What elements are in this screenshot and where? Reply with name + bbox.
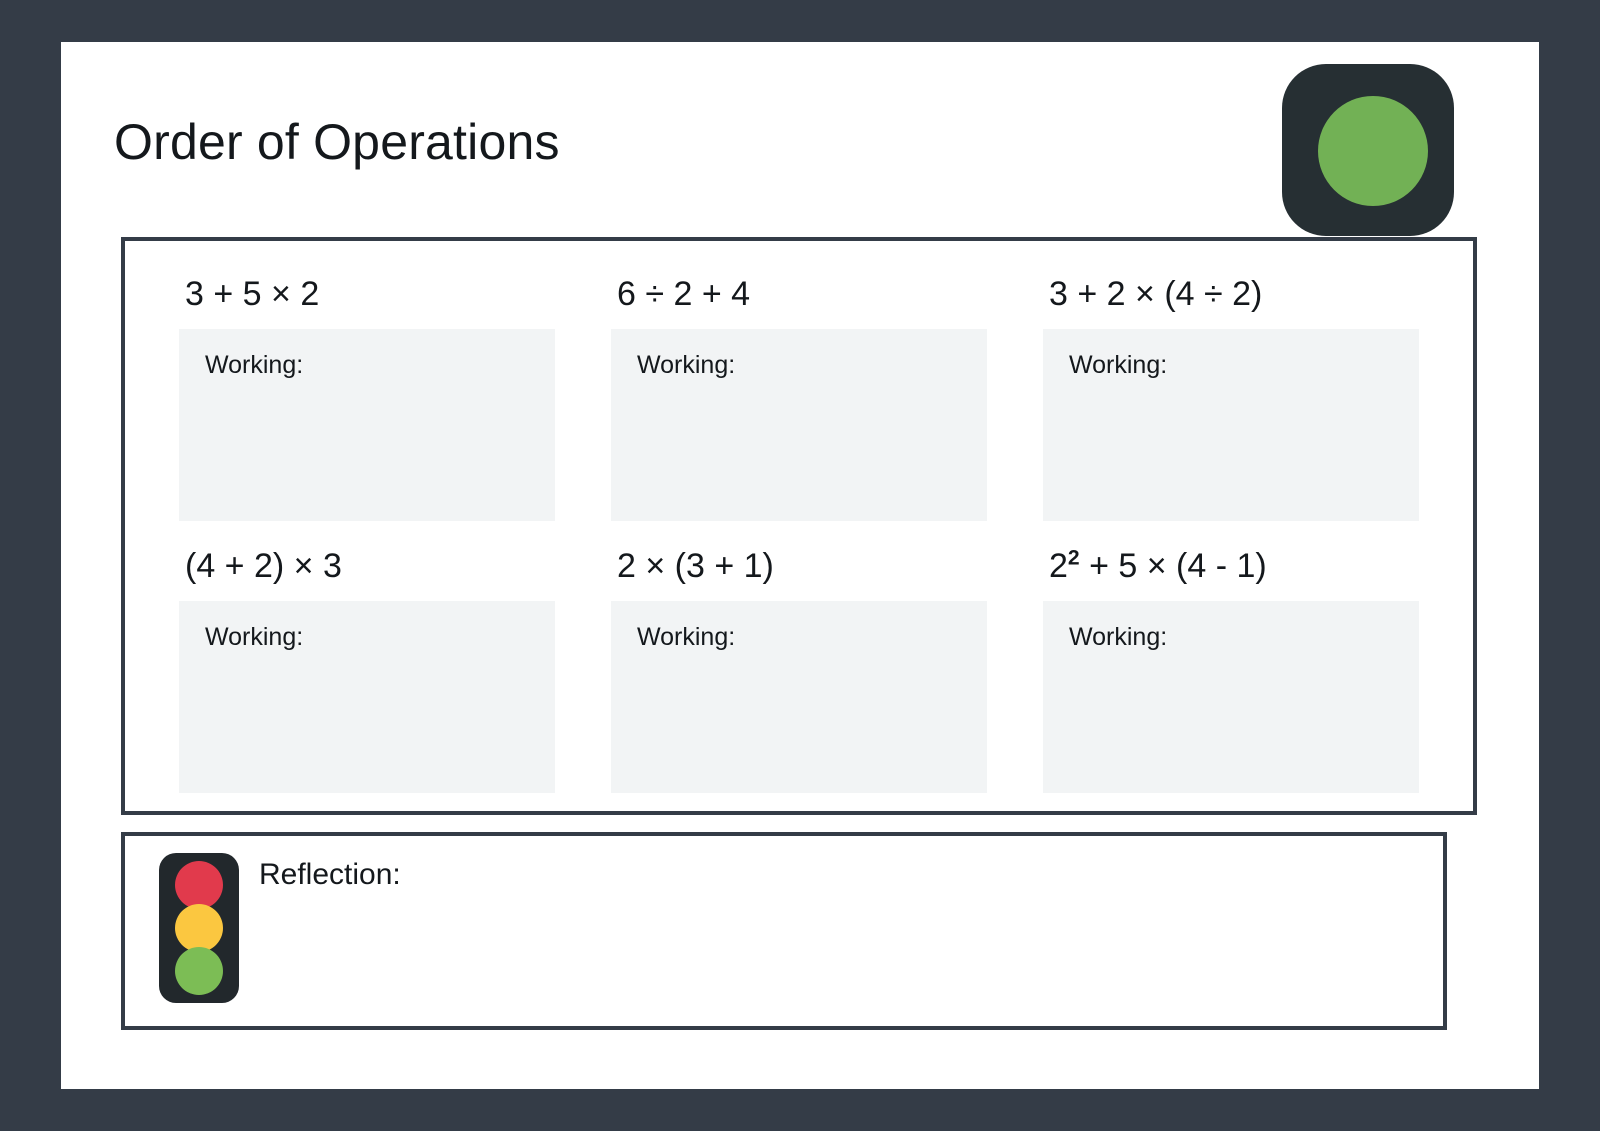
- traffic-light-amber-lamp-icon: [175, 904, 223, 952]
- working-label-6: Working:: [1069, 623, 1168, 651]
- question-expression-6-exponent: 2: [1067, 546, 1080, 570]
- brand-logo-circle-icon: [1318, 96, 1428, 206]
- working-label-1: Working:: [205, 351, 304, 379]
- question-expression-1: 3 + 5 × 2: [185, 275, 320, 313]
- working-area-1[interactable]: Working:: [179, 329, 555, 521]
- working-area-5[interactable]: Working:: [611, 601, 987, 793]
- question-expression-5: 2 × (3 + 1): [617, 547, 774, 585]
- worksheet-page: Order of Operations 3 + 5 × 2 Working: 6…: [61, 42, 1539, 1089]
- question-cell-6: 22 + 5 × (4 - 1) Working:: [1015, 527, 1447, 793]
- working-label-2: Working:: [637, 351, 736, 379]
- question-expression-6: 22 + 5 × (4 - 1): [1049, 546, 1419, 585]
- question-cell-4: (4 + 2) × 3 Working:: [151, 527, 583, 793]
- working-area-4[interactable]: Working:: [179, 601, 555, 793]
- question-cell-1: 3 + 5 × 2 Working:: [151, 255, 583, 521]
- working-label-4: Working:: [205, 623, 304, 651]
- question-expression-2: 6 ÷ 2 + 4: [617, 275, 751, 313]
- traffic-light-green-lamp-icon: [175, 947, 223, 995]
- questions-panel: 3 + 5 × 2 Working: 6 ÷ 2 + 4 Working: 3 …: [121, 237, 1477, 815]
- working-area-2[interactable]: Working:: [611, 329, 987, 521]
- question-expression-6-rest: + 5 × (4 - 1): [1079, 547, 1267, 585]
- question-expression-4: (4 + 2) × 3: [185, 547, 342, 585]
- traffic-light-red-lamp-icon: [175, 861, 223, 909]
- working-area-3[interactable]: Working:: [1043, 329, 1419, 521]
- question-cell-5: 2 × (3 + 1) Working:: [583, 527, 1015, 793]
- page-title: Order of Operations: [114, 114, 560, 170]
- question-expression-6-base: 2: [1049, 547, 1068, 585]
- question-cell-2: 6 ÷ 2 + 4 Working:: [583, 255, 1015, 521]
- working-area-6[interactable]: Working:: [1043, 601, 1419, 793]
- questions-grid: 3 + 5 × 2 Working: 6 ÷ 2 + 4 Working: 3 …: [125, 241, 1473, 811]
- working-label-3: Working:: [1069, 351, 1168, 379]
- brand-logo: [1282, 64, 1454, 236]
- question-expression-3: 3 + 2 × (4 ÷ 2): [1049, 275, 1263, 313]
- traffic-light-icon: [159, 853, 239, 1003]
- reflection-label: Reflection:: [259, 858, 401, 891]
- reflection-panel[interactable]: Reflection:: [121, 832, 1447, 1030]
- question-cell-3: 3 + 2 × (4 ÷ 2) Working:: [1015, 255, 1447, 521]
- working-label-5: Working:: [637, 623, 736, 651]
